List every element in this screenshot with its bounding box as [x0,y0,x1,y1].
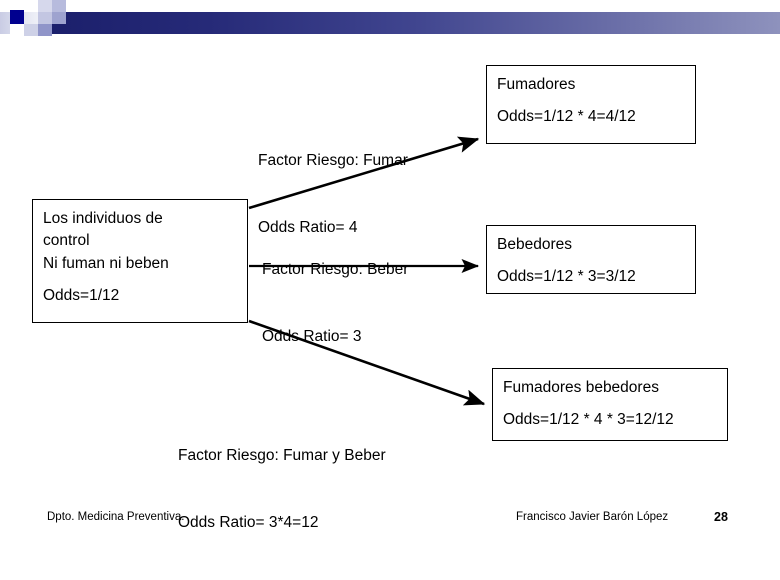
control-spacer [43,275,237,285]
outcome-drinkers-spacer [497,256,685,266]
slide-canvas: Los individuos de control Ni fuman ni be… [0,0,780,532]
header-square-decoration [38,0,52,12]
outcome-both-odds: Odds=1/12 * 4 * 3=12/12 [503,411,674,429]
header-square-decoration [38,12,52,24]
header-gradient-bar [47,12,780,34]
header-square-decoration [24,0,38,12]
outcome-smokers-title: Fumadores [497,76,576,93]
factor-drinking-line-1: Factor Riesgo: Beber [262,260,409,278]
outcome-box-smoker-drinkers: Fumadores bebedores Odds=1/12 * 4 * 3=12… [492,368,728,441]
control-odds: Odds=1/12 [43,287,120,305]
factor-smoking-line-2: Odds Ratio= 4 [258,219,358,237]
outcome-smokers-odds: Odds=1/12 * 4=4/12 [497,108,636,126]
header-square-decoration [24,24,38,36]
control-line-1: Los individuos de [43,210,163,227]
header-square-decoration [52,12,66,24]
outcome-box-drinkers: Bebedores Odds=1/12 * 3=3/12 [486,225,696,294]
factor-label-drinking: Factor Riesgo: Beber Odds Ratio= 3 [262,214,408,394]
footer-author: Francisco Javier Barón López [516,511,669,523]
control-line-3: Ni fuman ni beben [43,254,169,272]
outcome-both-spacer [503,399,717,409]
control-group-box: Los individuos de control Ni fuman ni be… [32,199,248,323]
footer-department: Dpto. Medicina Preventiva. [47,511,185,523]
factor-label-smoking: Factor Riesgo: Fumar Odds Ratio= 4 [258,105,408,285]
outcome-box-smokers: Fumadores Odds=1/12 * 4=4/12 [486,65,696,144]
header-square-navy-decoration [10,10,24,24]
factor-both-line-1: Factor Riesgo: Fumar y Beber [178,446,386,464]
factor-label-smoking-drinking: Factor Riesgo: Fumar y Beber Odds Ratio=… [178,400,386,580]
footer-page-number: 28 [714,510,728,524]
outcome-both-title: Fumadores bebedores [503,379,659,396]
factor-drinking-line-2: Odds Ratio= 3 [262,328,362,346]
outcome-drinkers-odds: Odds=1/12 * 3=3/12 [497,268,636,286]
header-square-decoration [52,0,66,12]
control-line-2: control [43,232,90,250]
factor-smoking-line-1: Factor Riesgo: Fumar [258,151,408,169]
header-square-decoration [10,24,24,36]
outcome-smokers-spacer [497,96,685,106]
factor-both-line-2: Odds Ratio= 3*4=12 [178,514,319,532]
outcome-drinkers-title: Bebedores [497,236,572,253]
header-square-decoration [38,24,52,36]
